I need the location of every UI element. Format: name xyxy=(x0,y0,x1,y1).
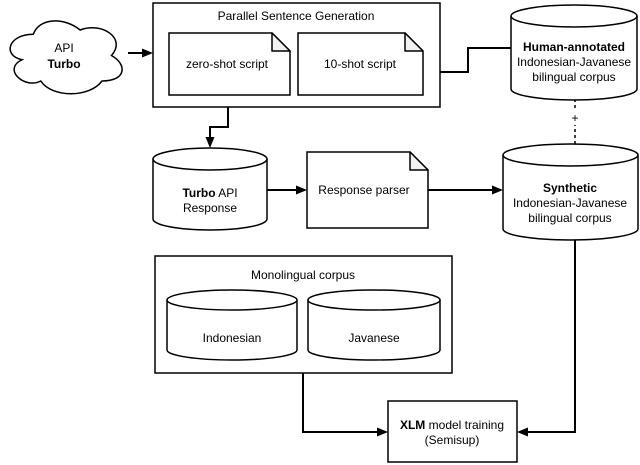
arrowhead-left-icon xyxy=(517,427,528,437)
cylinder-rim xyxy=(502,154,639,167)
human-corpus-line3: bilingual corpus xyxy=(532,70,615,84)
human-corpus-line2: Indonesian-Javanese xyxy=(517,55,631,69)
note-fold-icon xyxy=(409,151,429,171)
arrowhead-down-icon xyxy=(205,137,215,148)
monolingual-title: Monolingual corpus xyxy=(251,268,355,282)
cylinder-shape xyxy=(510,4,638,101)
response-parser-label: Response parser xyxy=(318,183,409,197)
edge-cloud-to-psg xyxy=(128,48,153,58)
note-shape xyxy=(168,32,291,96)
cylinder-rim xyxy=(152,158,268,171)
zero-shot-label: zero-shot script xyxy=(186,57,269,71)
xlm-line2: (Semisup) xyxy=(425,433,480,447)
node-ten-shot-script: 10-shot script xyxy=(297,32,424,96)
node-indonesian-db: Indonesian xyxy=(166,289,298,361)
turbo-response-line1: Turbo API xyxy=(182,186,237,200)
psg-title: Parallel Sentence Generation xyxy=(218,9,375,23)
node-api-cloud: API Turbo xyxy=(9,20,123,95)
edge-psg-to-turbo-response xyxy=(205,107,229,148)
node-human-annotated-corpus: Human-annotated Indonesian-Javanese bili… xyxy=(510,4,638,101)
cylinder-shape xyxy=(307,289,441,361)
edge-line xyxy=(302,373,378,433)
cloud-label-line1: API xyxy=(54,41,73,55)
edge-synthetic-to-xlm xyxy=(517,240,576,437)
arrowhead-right-icon xyxy=(296,185,307,195)
note-shape xyxy=(297,32,424,96)
edge-line xyxy=(527,240,576,433)
note-fold-icon xyxy=(404,32,424,52)
edge-human-to-synthetic-dashed: + xyxy=(568,99,582,144)
edge-line xyxy=(209,107,229,138)
node-turbo-api-response: Turbo API Response xyxy=(152,147,268,231)
xlm-line1: XLM model training xyxy=(400,418,504,432)
edge-label-bg xyxy=(568,110,582,125)
cylinder-rim xyxy=(166,299,298,311)
xlm-box xyxy=(387,400,518,463)
synthetic-corpus-line1: Synthetic xyxy=(543,181,597,195)
edge-turbo-to-parser xyxy=(267,185,307,195)
cylinder-shape xyxy=(166,289,298,361)
node-xlm-model-training: XLM model training (Semisup) xyxy=(387,400,518,463)
edge-line xyxy=(434,47,511,73)
note-shape xyxy=(306,151,429,229)
note-fold-icon xyxy=(271,32,291,52)
cloud-label-line2: Turbo xyxy=(47,57,80,71)
javanese-label: Javanese xyxy=(348,331,400,345)
node-synthetic-corpus: Synthetic Indonesian-Javanese bilingual … xyxy=(502,143,639,241)
arrowhead-right-icon xyxy=(492,185,503,195)
plus-edge-label: + xyxy=(571,111,578,125)
edge-monolingual-to-xlm xyxy=(302,373,388,437)
cylinder-rim xyxy=(510,15,638,28)
edge-parser-to-synthetic xyxy=(428,185,503,195)
indonesian-label: Indonesian xyxy=(203,331,262,345)
node-zero-shot-script: zero-shot script xyxy=(168,32,291,96)
cloud-shape xyxy=(9,20,123,95)
cylinder-rim xyxy=(307,299,441,311)
node-javanese-db: Javanese xyxy=(307,289,441,361)
synthetic-corpus-line2: Indonesian-Javanese xyxy=(513,196,627,210)
arrowhead-right-icon xyxy=(377,427,388,437)
cylinder-shape xyxy=(502,143,639,241)
human-corpus-line1: Human-annotated xyxy=(523,40,625,54)
synthetic-corpus-line3: bilingual corpus xyxy=(528,211,611,225)
turbo-response-line2: Response xyxy=(183,201,237,215)
ten-shot-label: 10-shot script xyxy=(324,57,397,71)
arrowhead-right-icon xyxy=(142,48,153,58)
node-response-parser: Response parser xyxy=(306,151,429,229)
